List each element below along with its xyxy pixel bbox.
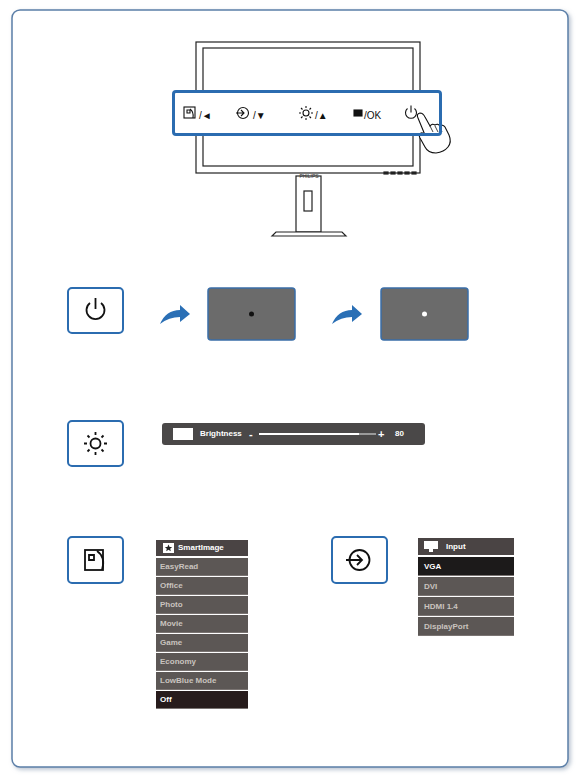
menu-header — [156, 540, 248, 556]
text-label: Movie — [156, 615, 248, 633]
text-label: EasyRead — [156, 558, 248, 576]
text-label: DVI — [418, 577, 514, 596]
osd-brightness-bar: Brightness- +80 — [162, 423, 425, 445]
text-label: LowBlue Mode — [156, 672, 248, 690]
text-label: 80 — [395, 423, 415, 445]
button-icons — [184, 106, 417, 121]
text-label: /OK — [364, 109, 390, 123]
pointing-hand — [417, 113, 450, 153]
monitor-drawing — [196, 42, 420, 236]
text-label: Office — [156, 577, 248, 595]
osd-bar — [162, 423, 425, 445]
text-label: Economy — [156, 653, 248, 671]
text-label: DisplayPort — [418, 617, 514, 636]
text-label: Game — [156, 634, 248, 652]
menu-header — [418, 538, 514, 555]
text-label: HDMI 1.4 — [418, 597, 514, 616]
text-label: Brightness — [200, 423, 248, 445]
text-label: Input — [446, 538, 512, 555]
osd-icon — [173, 428, 193, 440]
button-panel-fill — [172, 90, 442, 136]
input-menu: InputVGADVIHDMI 1.4DisplayPort — [418, 538, 514, 636]
text-label: SmartImage — [178, 540, 246, 556]
text-label: - — [249, 423, 257, 445]
text-label: Photo — [156, 596, 248, 614]
text-label: Off — [156, 691, 248, 709]
brand-label: PHILIPS — [296, 173, 322, 179]
text-label: /▲ — [315, 109, 335, 123]
text-label: + — [378, 423, 388, 445]
page-frame — [12, 10, 568, 767]
text-label: /▼ — [253, 109, 273, 123]
screen-panels — [208, 288, 468, 340]
slider-track — [259, 433, 376, 435]
button-panel: /◄ /▼ /▲ /OK — [172, 90, 442, 136]
smartimage-menu: SmartImageEasyReadOfficePhotoMovieGameEc… — [156, 540, 248, 710]
text-label: VGA — [418, 557, 514, 576]
text-label: /◄ — [199, 109, 219, 123]
